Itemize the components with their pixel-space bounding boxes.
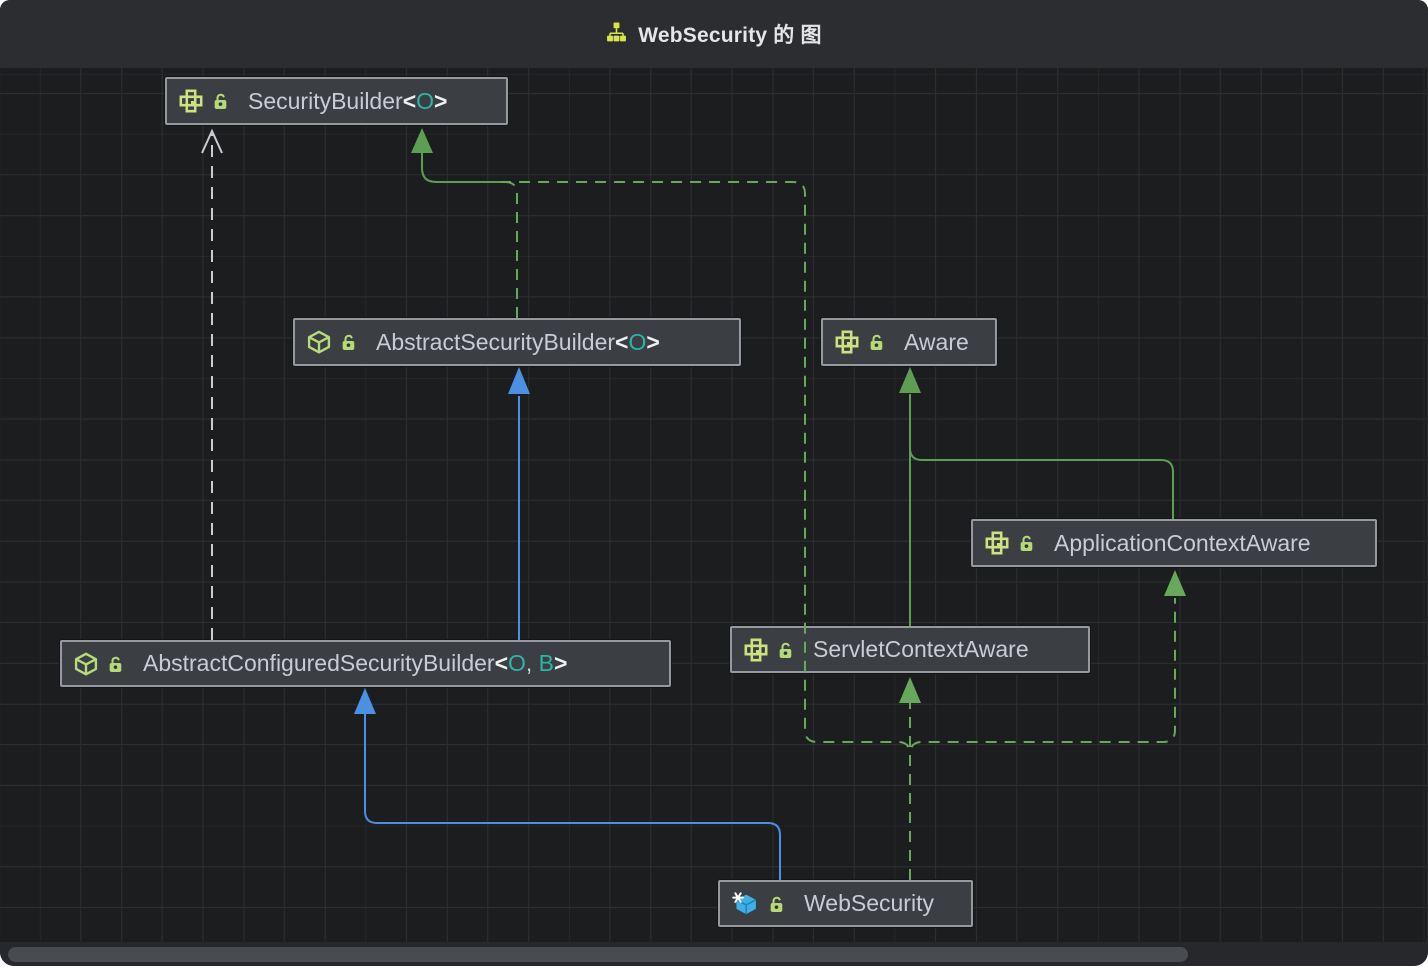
abstract-class-icon: [307, 330, 331, 354]
edge-websecurity-extends-acsb[interactable]: [364, 714, 781, 880]
node-ApplicationContextAware[interactable]: ApplicationContextAware: [971, 519, 1377, 567]
node-label: ServletContextAware: [813, 636, 1029, 662]
edge-applicationcontextaware-extends-aware[interactable]: [909, 394, 1174, 519]
type-params: <O>: [615, 328, 660, 355]
diagram-title: WebSecurity 的 图: [638, 24, 822, 47]
interface-icon: [744, 638, 768, 662]
node-ServletContextAware[interactable]: ServletContextAware: [730, 626, 1090, 673]
node-Aware[interactable]: Aware: [821, 318, 997, 366]
node-label: AbstractSecurityBuilder: [376, 328, 616, 355]
diagram-canvas[interactable]: Powered by yFiles: [0, 68, 1428, 966]
node-label: AbstractConfiguredSecurityBuilder: [143, 650, 495, 676]
type-params: <O, B>: [494, 650, 568, 676]
interface-icon: [985, 531, 1009, 555]
edge-acsb-depends-securitybuilder-arrowhead: [201, 128, 223, 154]
interface-icon: [835, 330, 859, 354]
horizontal-scrollbar[interactable]: [0, 942, 1428, 966]
node-AbstractSecurityBuilder[interactable]: AbstractSecurityBuilder<O>: [293, 318, 741, 366]
unlocked-icon: [778, 641, 794, 659]
node-SecurityBuilder[interactable]: SecurityBuilder<O>: [165, 77, 508, 125]
unlocked-icon: [769, 895, 785, 913]
diagram-title-bar: WebSecurity 的 图: [0, 0, 1428, 68]
unlocked-icon: [1019, 534, 1035, 552]
final-class-icon: [732, 891, 759, 916]
node-label: Aware: [904, 328, 969, 355]
edge-websecurity-implements-applicationcontextaware[interactable]: [909, 598, 1176, 880]
node-label: WebSecurity: [804, 890, 934, 916]
node-WebSecurity[interactable]: WebSecurity: [718, 880, 973, 927]
node-label: SecurityBuilder: [248, 87, 403, 114]
unlocked-icon: [341, 333, 357, 351]
node-AbstractConfiguredSecurityBuilder[interactable]: AbstractConfiguredSecurityBuilder<O, B>: [60, 640, 671, 687]
diagram-structure-icon: [606, 22, 627, 47]
interface-icon: [179, 89, 203, 113]
type-params: <O>: [402, 87, 448, 114]
node-label: ApplicationContextAware: [1054, 529, 1311, 556]
edge-websecurity-implements-securitybuilder[interactable]: [498, 181, 911, 880]
abstract-class-icon: [74, 652, 98, 676]
unlocked-icon: [869, 333, 885, 351]
horizontal-scrollbar-thumb[interactable]: [8, 947, 1188, 962]
edge-shared-implements-securitybuilder[interactable]: [421, 151, 500, 183]
unlocked-icon: [108, 655, 124, 673]
unlocked-icon: [213, 92, 229, 110]
